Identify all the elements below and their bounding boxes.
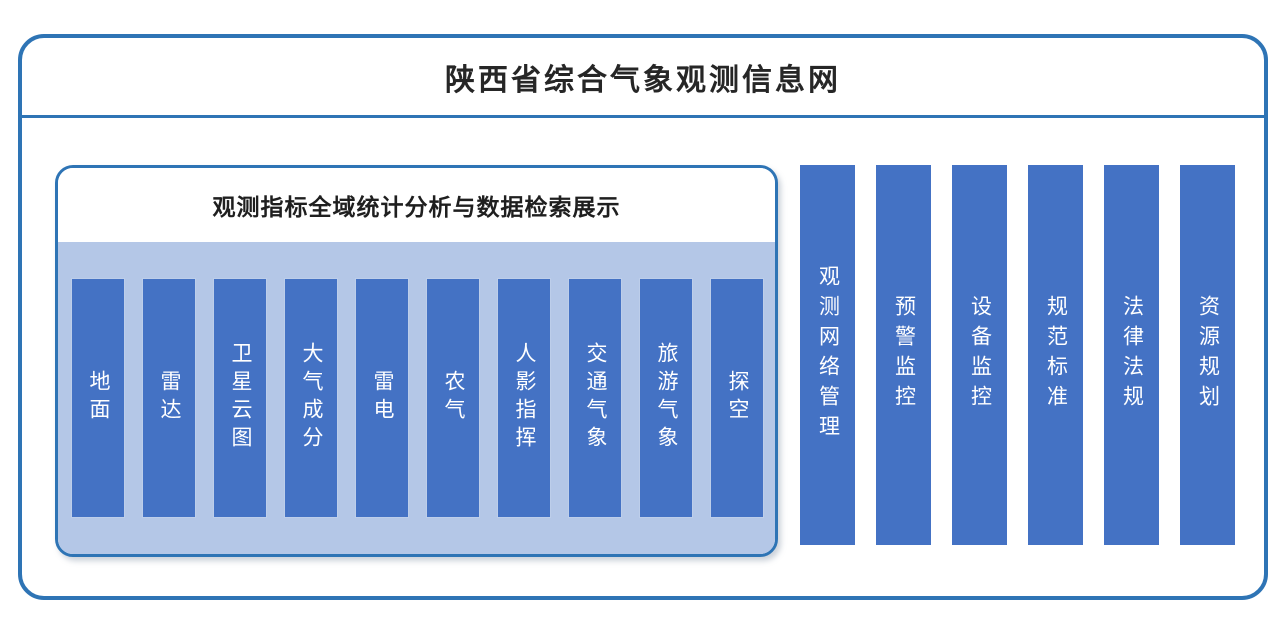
header: 陕西省综合气象观测信息网 [22, 38, 1264, 118]
panel-item-label: 旅游气象 [655, 342, 678, 454]
panel-item-label: 交通气象 [584, 342, 607, 454]
stats-panel-title: 观测指标全域统计分析与数据检索展示 [212, 194, 621, 220]
right-item-warning-monitoring[interactable]: 预警监控 [876, 165, 931, 545]
stats-panel: 观测指标全域统计分析与数据检索展示 地面 雷达 卫星云图 大气成分 雷电 农气 … [55, 165, 778, 557]
right-item-label: 法律法规 [1120, 295, 1144, 415]
right-item-label: 设备监控 [968, 295, 992, 415]
panel-item-label: 探空 [726, 370, 749, 426]
panel-item-traffic-weather[interactable]: 交通气象 [568, 278, 622, 518]
right-item-standards[interactable]: 规范标准 [1028, 165, 1083, 545]
panel-item-lightning[interactable]: 雷电 [355, 278, 409, 518]
panel-item-ground[interactable]: 地面 [71, 278, 125, 518]
panel-item-label: 地面 [87, 370, 110, 426]
panel-item-weather-modification-command[interactable]: 人影指挥 [497, 278, 551, 518]
panel-item-atmospheric-composition[interactable]: 大气成分 [284, 278, 338, 518]
panel-item-label: 雷达 [158, 370, 181, 426]
stats-panel-header: 观测指标全域统计分析与数据检索展示 [58, 168, 775, 242]
right-menu-group: 观测网络管理 预警监控 设备监控 规范标准 法律法规 资源规划 [800, 165, 1235, 545]
panel-item-label: 大气成分 [300, 342, 323, 454]
panel-item-tourism-weather[interactable]: 旅游气象 [639, 278, 693, 518]
panel-item-label: 雷电 [371, 370, 394, 426]
panel-item-agro-meteorology[interactable]: 农气 [426, 278, 480, 518]
right-item-resource-planning[interactable]: 资源规划 [1180, 165, 1235, 545]
right-item-label: 预警监控 [892, 295, 916, 415]
panel-item-radar[interactable]: 雷达 [142, 278, 196, 518]
right-item-label: 规范标准 [1044, 295, 1068, 415]
main-frame: 陕西省综合气象观测信息网 观测指标全域统计分析与数据检索展示 地面 雷达 卫星云… [18, 34, 1268, 600]
panel-item-sounding[interactable]: 探空 [710, 278, 764, 518]
right-item-equipment-monitoring[interactable]: 设备监控 [952, 165, 1007, 545]
right-item-laws-regulations[interactable]: 法律法规 [1104, 165, 1159, 545]
right-item-observation-network-management[interactable]: 观测网络管理 [800, 165, 855, 545]
stats-panel-body: 地面 雷达 卫星云图 大气成分 雷电 农气 人影指挥 交通气象 [58, 242, 775, 554]
panel-item-label: 卫星云图 [229, 342, 252, 454]
panel-item-label: 人影指挥 [513, 342, 536, 454]
right-item-label: 观测网络管理 [816, 265, 840, 445]
right-item-label: 资源规划 [1196, 295, 1220, 415]
panel-item-label: 农气 [442, 370, 465, 426]
page-title: 陕西省综合气象观测信息网 [445, 63, 841, 97]
panel-item-satellite-cloud-image[interactable]: 卫星云图 [213, 278, 267, 518]
